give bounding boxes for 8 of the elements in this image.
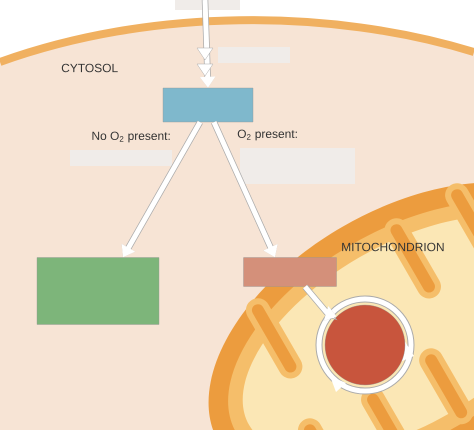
region-label: O$_{2}$ present: xyxy=(238,130,297,140)
process-box xyxy=(243,257,337,287)
region-label: MITOCHONDRION xyxy=(342,242,444,252)
region-label: No O$_{2}$ present: xyxy=(92,132,170,142)
cycle-circle xyxy=(324,304,406,386)
process-box xyxy=(36,257,160,325)
process-box xyxy=(162,88,254,122)
region-label: CYTOSOL xyxy=(62,64,118,72)
